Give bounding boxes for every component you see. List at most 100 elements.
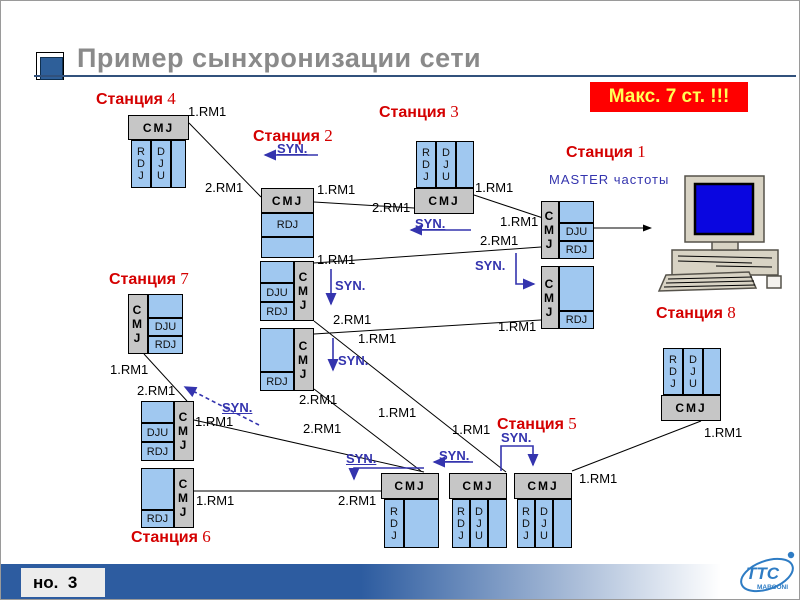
port-cell: RDJ: [141, 442, 174, 461]
port-label: 1.RM1: [498, 319, 537, 334]
station-label-name: Станция: [109, 271, 176, 288]
logo-ttc-text: TTC: [746, 564, 780, 583]
port-cell: [260, 261, 294, 283]
cmj-header-cell: C M J: [174, 401, 194, 461]
port-label: 1.RM1: [378, 405, 417, 420]
port-label: 2.RM1: [480, 233, 519, 248]
page-number-box: но. 3: [21, 568, 105, 597]
cmj-header-cell: C M J: [174, 468, 194, 528]
station-label-6: Станция 6: [131, 527, 211, 547]
syn-label: SYN.: [415, 216, 446, 231]
port-cell: DJU: [559, 223, 594, 241]
cmj-header-cell: CMJ: [261, 188, 314, 213]
port-label: 1.RM1: [579, 471, 618, 486]
port-cell: [404, 499, 439, 548]
port-label: 2.RM1: [137, 383, 176, 398]
sync-arrow: [500, 445, 539, 471]
cmj-header-cell: CMJ: [381, 473, 439, 499]
link-line: [571, 420, 702, 472]
footer-bar: [1, 564, 799, 599]
port-cell: [456, 141, 474, 188]
max-stations-warning-badge: Макс. 7 ст. !!!: [590, 82, 748, 112]
station-label-number: 8: [722, 303, 736, 322]
title-divider: [34, 75, 796, 77]
station-label-4: Станция 4: [96, 89, 176, 109]
port-cell: [261, 237, 314, 258]
port-cell: [171, 140, 186, 188]
port-cell: RDJ: [260, 372, 294, 391]
syn-label: SYN.: [501, 430, 532, 445]
sync-arrow: [515, 253, 536, 290]
port-label: 2.RM1: [205, 180, 244, 195]
port-cell: [141, 401, 174, 423]
port-label: 1.RM1: [188, 104, 227, 119]
station-label-5: Станция 5: [497, 414, 577, 434]
title-bullet-square-icon: [40, 57, 63, 80]
cmj-header-cell: CMJ: [449, 473, 507, 499]
cmj-header-cell: C M J: [294, 328, 314, 391]
cmj-header-cell: C M J: [128, 294, 148, 354]
port-label: 2.RM1: [303, 421, 342, 436]
syn-label: SYN.: [346, 451, 377, 466]
port-cell: [260, 328, 294, 372]
station-label-name: Станция: [379, 104, 446, 121]
syn-label: SYN.: [222, 400, 253, 415]
station-label-name: Станция: [656, 305, 723, 322]
station-label-number: 7: [175, 269, 189, 288]
master-frequency-label: MASTER частоты: [549, 172, 670, 187]
desktop-computer-icon: [657, 175, 782, 292]
station-label-name: Станция: [96, 91, 163, 108]
syn-label: SYN.: [475, 258, 506, 273]
port-cell: [488, 499, 507, 548]
port-label: 2.RM1: [299, 392, 338, 407]
port-cell: RDJ: [148, 336, 183, 354]
port-label: 1.RM1: [317, 252, 356, 267]
port-label: 1.RM1: [452, 422, 491, 437]
syn-label: SYN.: [277, 141, 308, 156]
port-cell: R D J: [452, 499, 470, 548]
port-cell: RDJ: [559, 241, 594, 259]
port-cell: D J U: [683, 348, 703, 395]
cmj-header-cell: C M J: [294, 261, 314, 321]
port-cell: RDJ: [260, 302, 294, 321]
station-label-number: 1: [632, 142, 646, 161]
port-cell: R D J: [517, 499, 535, 548]
port-cell: D J U: [535, 499, 553, 548]
port-cell: DJU: [141, 423, 174, 442]
port-cell: [559, 201, 594, 223]
station-label-number: 3: [445, 102, 459, 121]
port-cell: DJU: [148, 318, 183, 336]
port-label: 1.RM1: [358, 331, 397, 346]
station-label-7: Станция 7: [109, 269, 189, 289]
port-label: 2.RM1: [338, 493, 377, 508]
port-cell: [148, 294, 183, 318]
port-cell: R D J: [663, 348, 683, 395]
port-label: 1.RM1: [475, 180, 514, 195]
port-cell: DJU: [260, 283, 294, 302]
port-cell: [141, 468, 174, 510]
page-title: Пример сынхронизации сети: [77, 43, 482, 73]
station-label-number: 2: [319, 126, 333, 145]
cmj-header-cell: C M J: [541, 266, 559, 329]
syn-label: SYN.: [335, 278, 366, 293]
station-label-number: 4: [162, 89, 176, 108]
port-label: 1.RM1: [196, 493, 235, 508]
ttc-marconi-logo: TTC MARCONI: [740, 551, 795, 593]
port-cell: R D J: [384, 499, 404, 548]
port-cell: [703, 348, 721, 395]
cmj-header-cell: CMJ: [514, 473, 572, 499]
station-label-number: 6: [197, 527, 211, 546]
port-cell: RDJ: [261, 213, 314, 237]
syn-label: SYN.: [439, 448, 470, 463]
station-label-2: Станция 2: [253, 126, 333, 146]
